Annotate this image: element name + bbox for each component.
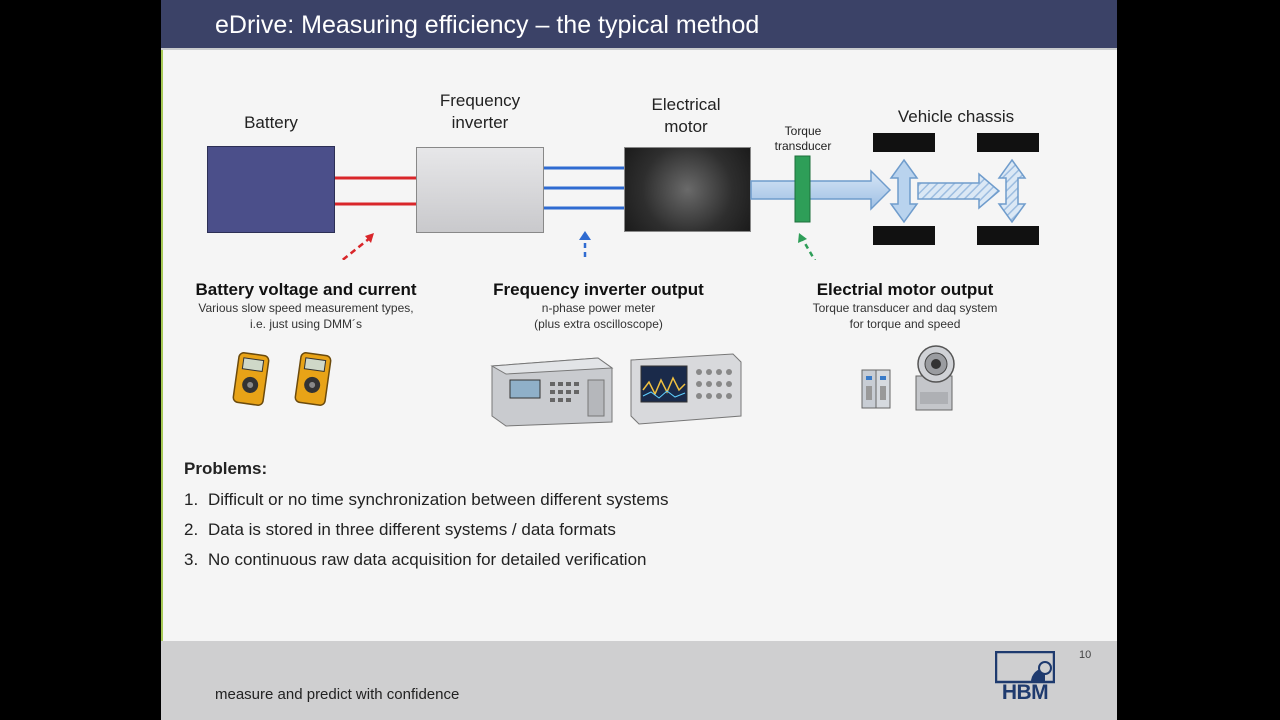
inverter-block	[416, 147, 544, 233]
accent-line	[161, 50, 163, 642]
wheel-rear-top	[977, 133, 1039, 152]
title-bar: eDrive: Measuring efficiency – the typic…	[161, 0, 1117, 50]
wheel-rear-bottom	[977, 226, 1039, 245]
torque-label: Torque transducer	[757, 124, 849, 154]
problem-text-3: No continuous raw data acquisition for d…	[208, 550, 647, 569]
driveshaft-arrow	[917, 172, 1001, 210]
inverter-label-line2: inverter	[451, 113, 509, 132]
shaft-arrow	[750, 169, 892, 211]
hbm-logo-icon	[995, 651, 1055, 684]
inverter-label-line1: Frequency	[439, 91, 521, 110]
problem-text-1: Difficult or no time synchronization bet…	[208, 490, 669, 509]
footer-tagline: measure and predict with confidence	[215, 686, 460, 703]
problem-number-2: 2.	[184, 520, 199, 539]
motor-block	[624, 147, 751, 232]
torque-label-line1: Torque	[784, 124, 822, 138]
problem-item-1: 1. Difficult or no time synchronization b…	[184, 490, 668, 510]
footer: measure and predict with confidence 10 H…	[161, 641, 1117, 720]
multimeter-image-1	[232, 352, 270, 406]
motor-measure-line2: for torque and speed	[849, 317, 961, 331]
motor-label-line2: motor	[664, 117, 708, 136]
front-axle-arrow	[889, 158, 919, 224]
inverter-measure-line2: (plus extra oscilloscope)	[534, 317, 663, 331]
problems-title: Problems:	[184, 459, 268, 478]
battery-measure-desc: Various slow speed measurement types, i.…	[171, 300, 441, 332]
torque-transducer-image	[915, 345, 955, 411]
inverter-measure-heading: Frequency inverter output	[493, 280, 704, 299]
slide-title: eDrive: Measuring efficiency – the typic…	[215, 11, 760, 39]
inverter-measure-desc: n-phase power meter (plus extra oscillos…	[461, 300, 736, 332]
chassis-label: Vehicle chassis	[897, 107, 1015, 126]
multimeter-image-2	[294, 352, 332, 406]
power-meter-image	[490, 357, 614, 427]
motor-measure-line1: Torque transducer and daq system	[812, 301, 998, 315]
problem-number-3: 3.	[184, 550, 199, 569]
wheel-front-top	[873, 133, 935, 152]
battery-measure-line2: i.e. just using DMM´s	[249, 317, 363, 331]
battery-measure-arrow	[340, 237, 371, 260]
inverter-label: Frequency inverter	[401, 90, 559, 134]
battery-measure-heading: Battery voltage and current	[195, 280, 417, 299]
page-number: 10	[1079, 649, 1092, 661]
wheel-front-bottom	[873, 226, 935, 245]
motor-measure-arrow	[801, 239, 817, 260]
daq-system-image	[861, 369, 891, 409]
motor-label: Electrical motor	[611, 94, 761, 138]
battery-label: Battery	[244, 113, 298, 132]
problem-item-2: 2. Data is stored in three different syst…	[184, 520, 616, 540]
slide: eDrive: Measuring efficiency – the typic…	[161, 0, 1117, 720]
oscilloscope-image	[630, 353, 742, 425]
rear-axle-arrow	[997, 158, 1027, 224]
battery-block	[207, 146, 335, 233]
problem-text-2: Data is stored in three different system…	[208, 520, 616, 539]
battery-measure-line1: Various slow speed measurement types,	[198, 301, 414, 315]
motor-label-line1: Electrical	[651, 95, 721, 114]
motor-measure-desc: Torque transducer and daq system for tor…	[771, 300, 1039, 332]
hbm-logo-text: HBM	[1001, 681, 1049, 704]
diagram-graphics	[335, 133, 1039, 260]
problem-item-3: 3. No continuous raw data acquisition for…	[184, 550, 646, 570]
torque-transducer	[794, 155, 811, 223]
torque-label-line2: transducer	[774, 139, 832, 153]
motor-measure-heading: Electrial motor output	[816, 280, 994, 299]
problem-number-1: 1.	[184, 490, 199, 509]
inverter-measure-line1: n-phase power meter	[541, 301, 656, 315]
